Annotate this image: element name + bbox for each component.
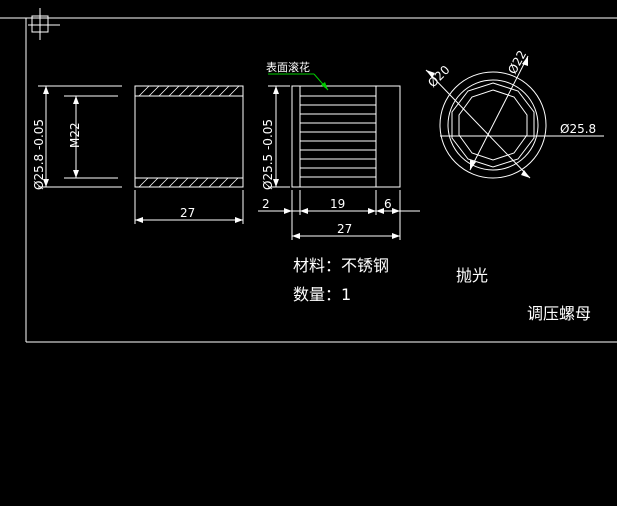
ucs-crosshair-icon[interactable] [28,8,60,40]
dim-19-label: 19 [330,197,345,211]
knurl-note: 表面滚花 [266,60,310,74]
left-view [38,85,244,224]
middle-outer-diameter-label: Ø25.5 -0.05 [261,119,275,190]
right-dia258-label: Ø25.8 [560,122,596,136]
dim-2-label: 2 [262,197,270,211]
finish-note: 抛光 [456,266,488,285]
middle-length-label: 27 [337,222,352,236]
right-view [425,55,604,179]
right-dia20-label: Ø20 [425,63,452,90]
left-outer-diameter-label: Ø25.8 -0.05 [32,119,46,190]
part-title: 调压螺母 [527,304,591,323]
material-note: 材料：不锈钢 [293,256,389,275]
dim-6-label: 6 [384,197,392,211]
left-length-label: 27 [180,206,195,220]
quantity-note: 数量：1 [293,285,351,304]
left-thread-label: M22 [68,122,82,148]
middle-view [258,73,420,240]
